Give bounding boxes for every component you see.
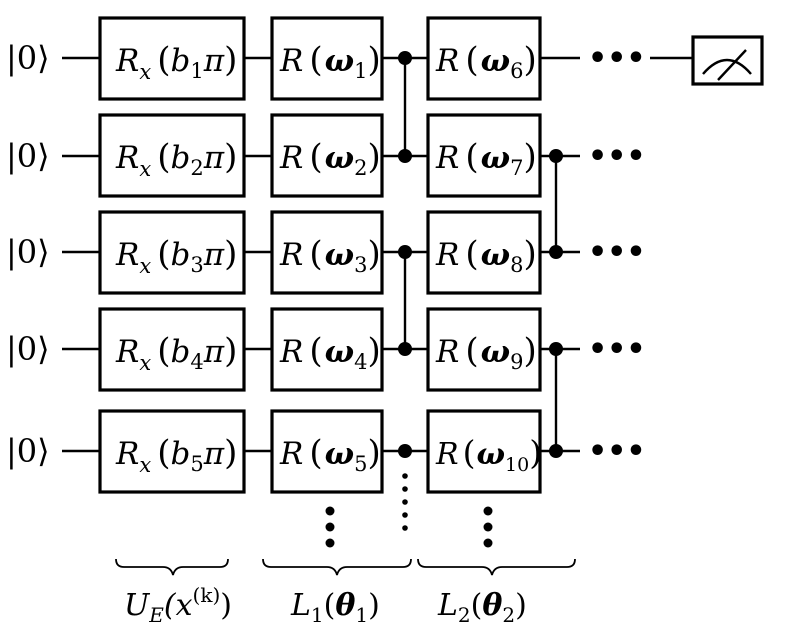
layer1-entanglers [398, 51, 412, 458]
gate-label: Rx(b2π) [115, 137, 237, 181]
gate-label: Rx(b4π) [115, 331, 237, 375]
input-states: |0⟩ |0⟩ |0⟩ |0⟩ |0⟩ [6, 39, 50, 470]
gate-label: R(ω8) [435, 234, 537, 277]
control-dot [398, 245, 412, 259]
control-dot [398, 444, 412, 458]
input-ket: |0⟩ [6, 432, 50, 470]
encoding-gate: Rx(b5π) [98, 409, 246, 494]
ellipsis: ••• [588, 235, 646, 270]
ellipsis: ••• [588, 332, 646, 367]
meter-icon [691, 35, 764, 86]
rotation-gate: R(ω10) [426, 409, 542, 494]
rotation-gate: R(ω4) [270, 307, 384, 392]
input-ket: |0⟩ [6, 137, 50, 175]
control-dot [549, 149, 563, 163]
vertical-ellipsis [483, 506, 493, 548]
brace-encoding [115, 558, 229, 576]
control-dot [398, 51, 412, 65]
rotation-gate: R(ω2) [270, 113, 384, 198]
control-dot [549, 342, 563, 356]
encoding-gate: Rx(b2π) [98, 113, 246, 198]
vertical-ellipsis [325, 506, 335, 548]
ellipsis: ••• [588, 41, 646, 76]
ellipsis: ••• [588, 434, 646, 469]
input-ket: |0⟩ [6, 39, 50, 77]
gate-label: R(ω5) [279, 433, 381, 476]
rotation-gate: R(ω8) [426, 210, 542, 295]
layer1-gates: R(ω1) R(ω2) R(ω3) R(ω4) R(ω5) [270, 16, 384, 494]
ellipsis: ••• [588, 139, 646, 174]
rotation-gate: R(ω7) [426, 113, 542, 198]
control-dot [549, 444, 563, 458]
gate-label: R(ω6) [435, 40, 537, 83]
encoding-gates: Rx(b1π) Rx(b2π) Rx(b3π) Rx(b4π) Rx(b5π) [98, 16, 246, 494]
brace-layer1 [262, 558, 412, 576]
control-dot [398, 342, 412, 356]
input-ket: |0⟩ [6, 330, 50, 368]
label-layer2: L2(θ2) [437, 588, 527, 627]
layer2-entanglers [549, 149, 563, 458]
section-braces [115, 558, 576, 576]
gate-label: R(ω10) [435, 433, 542, 476]
brace-layer2 [417, 558, 576, 576]
input-ket: |0⟩ [6, 233, 50, 271]
vertical-ellipsis [402, 473, 408, 531]
gate-label: Rx(b3π) [115, 234, 237, 278]
control-dot [398, 149, 412, 163]
encoding-gate: Rx(b1π) [98, 16, 246, 101]
layer2-gates: R(ω6) R(ω7) R(ω8) R(ω9) R(ω10) [426, 16, 542, 494]
gate-label: R(ω4) [279, 331, 381, 374]
gate-label: R(ω2) [279, 137, 381, 180]
rotation-gate: R(ω9) [426, 307, 542, 392]
gate-label: R(ω9) [435, 331, 537, 374]
section-labels: UE(x(k)) L1(θ1) L2(θ2) [124, 583, 527, 627]
rotation-gate: R(ω6) [426, 16, 542, 101]
rotation-gate: R(ω1) [270, 16, 384, 101]
rotation-gate: R(ω5) [270, 409, 384, 494]
gate-label: R(ω1) [279, 40, 381, 83]
gate-label: Rx(b1π) [115, 40, 237, 84]
control-dot [549, 245, 563, 259]
rotation-gate: R(ω3) [270, 210, 384, 295]
label-encoding: UE(x(k)) [124, 583, 232, 627]
vertical-ellipses [325, 473, 493, 548]
wire-continuations: ••• ••• ••• ••• ••• [588, 41, 646, 469]
encoding-gate: Rx(b3π) [98, 210, 246, 295]
encoding-gate: Rx(b4π) [98, 307, 246, 392]
gate-label: R(ω3) [279, 234, 381, 277]
gate-label: R(ω7) [435, 137, 537, 180]
gate-label: Rx(b5π) [115, 433, 237, 477]
label-layer1: L1(θ1) [290, 588, 380, 627]
